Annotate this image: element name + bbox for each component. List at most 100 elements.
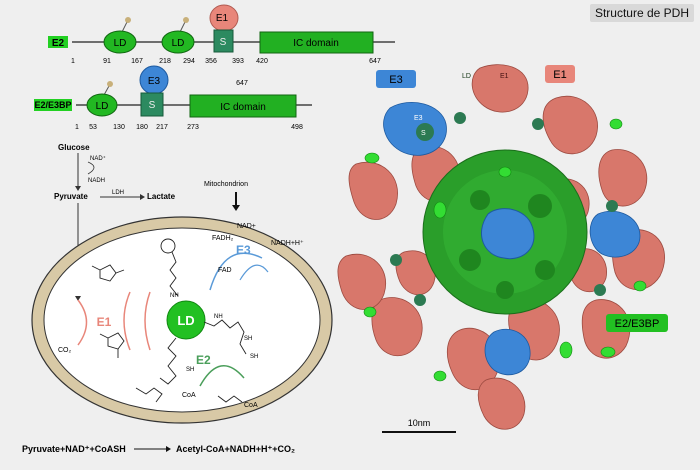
e3bp-tick: 180: [136, 124, 148, 131]
s-domains: [390, 112, 618, 306]
nadplus-label: NAD+: [237, 223, 256, 230]
e1-tag-box: [545, 65, 575, 83]
e3bp-s-box: [140, 92, 164, 117]
lipoyl-head: [125, 17, 131, 23]
nadhh-label: NADH+H⁺: [271, 240, 304, 247]
e3-arc: [209, 252, 263, 291]
cycle-e1-label: E1: [97, 315, 112, 329]
e2-tick: 647: [369, 58, 381, 65]
coa-label: CoA: [182, 392, 196, 399]
nad-label: NAD⁺: [90, 155, 106, 162]
fad-label: FAD: [218, 267, 232, 274]
tpp-structure-top: [91, 264, 125, 282]
nh-label-1: NH: [214, 314, 223, 320]
co2-label: CO₂: [58, 347, 72, 354]
e3bp-label: E2/E3BP: [34, 100, 71, 110]
e1-tag: E1: [553, 69, 566, 81]
lipoyl-chains: [159, 238, 247, 385]
e2-arc: [199, 365, 245, 387]
e2-e1-label: E1: [216, 13, 229, 24]
e2-ic-label: IC domain: [293, 38, 339, 49]
core-texture: [496, 281, 514, 299]
lipoyl-head: [107, 81, 113, 87]
e2-tick: 420: [256, 58, 268, 65]
e3bp-tick: 498: [291, 124, 303, 131]
e3bp-ld: [86, 93, 118, 117]
e2-label: E2: [52, 38, 65, 49]
pyruvate-label: Pyruvate: [54, 192, 88, 201]
e3bp-tick: 53: [89, 124, 97, 131]
arrow-head: [166, 446, 171, 452]
e3bp-label-box: [34, 99, 72, 111]
acetylcoa-structure: [217, 395, 243, 403]
e1-arc: [77, 299, 88, 346]
e2-ld2-label: LD: [172, 38, 185, 49]
core-texture: [535, 260, 555, 280]
core-texture: [459, 249, 481, 271]
e2-tick: 1: [71, 58, 75, 65]
e3bp-tick: 130: [113, 124, 125, 131]
figure-title: Structure de PDH: [589, 4, 694, 22]
e3bp-ic-label: IC domain: [220, 102, 266, 113]
cycle-e2-label: E2: [196, 353, 211, 367]
e2-tick: 91: [103, 58, 111, 65]
e2-ticks: 1 91 167 218 294 356 393 420 647: [71, 58, 381, 65]
inset-e1-label: E1: [500, 73, 509, 80]
inset-e3-label: E3: [414, 115, 423, 122]
e2-ic-domain: [259, 31, 374, 54]
e3bp-ld-label: LD: [96, 101, 109, 112]
cycle-ld: [166, 300, 206, 340]
inset-ld-label: LD: [462, 73, 471, 80]
sh-label-3: SH: [186, 367, 194, 373]
reaction-equation: Pyruvate+NAD⁺+CoASH Acetyl-CoA+NADH+H⁺+C…: [22, 444, 295, 454]
mitochondrion: E1 CO₂ LD NH NH SH SH SH E3: [31, 216, 333, 424]
arrow-head: [140, 194, 145, 200]
e3-tag: E3: [389, 74, 402, 86]
e3bp-top-number: 647: [236, 80, 248, 87]
e3bp-tick: 273: [187, 124, 199, 131]
e3-subunits: [383, 101, 641, 376]
core-texture: [528, 194, 552, 218]
e2-tick: 167: [131, 58, 143, 65]
acetyl-coa-label: CoA: [244, 402, 258, 409]
e2-s-label: S: [220, 37, 227, 48]
e3bp-ic-domain: [189, 94, 297, 118]
e1-arc: [144, 291, 151, 351]
e2-tick: 218: [159, 58, 171, 65]
core-texture: [470, 190, 490, 210]
lipoyl-head: [183, 17, 189, 23]
e3bp-tick: 1: [75, 124, 79, 131]
nh-label-2: NH: [170, 293, 179, 299]
fadh2-label: FADH₂: [212, 235, 234, 242]
e3bp-e3-label: E3: [148, 76, 161, 87]
e3-tag-box: [376, 70, 416, 88]
acetyl-lipoyl: [135, 387, 163, 403]
lactate-label: Lactate: [147, 192, 176, 201]
e3bp-tag-box: [606, 314, 668, 332]
e2-ld1: [103, 30, 137, 54]
e2-core: [422, 149, 588, 315]
lipoyl-stick: [103, 85, 110, 96]
cycle-e3-label: E3: [236, 243, 251, 257]
e2-ld1-label: LD: [114, 38, 127, 49]
sh-label-1: SH: [244, 336, 252, 342]
nadh-label: NADH: [88, 178, 105, 184]
sh-label-2: SH: [250, 354, 258, 360]
glucose-label: Glucose: [58, 143, 90, 152]
e2-domain-bar: E2 LD LD E1 S IC domain 1 91 167 218 294…: [48, 4, 395, 65]
e3bp-domain-bar: 647 E2/E3BP LD E3 S IC domain 1 53 130 1…: [34, 65, 312, 131]
e3-arc-inner: [239, 264, 269, 281]
ld-domains: [363, 118, 647, 382]
central-e3: [480, 208, 535, 260]
e2-tick: 294: [183, 58, 195, 65]
nad-curve: [87, 161, 95, 175]
equation-right: Acetyl-CoA+NADH+H⁺+CO₂: [176, 444, 295, 454]
e2-s-box: [213, 29, 234, 53]
e2-ld2: [161, 30, 195, 54]
e3bp-ticks: 1 53 130 180 217 273 498: [75, 124, 303, 131]
ldh-label: LDH: [112, 190, 124, 196]
pdh-structure-render: E3 E1 E2/E3BP LD E1 E3 S 10nm: [337, 64, 668, 433]
scale-bar-label: 10nm: [408, 418, 431, 428]
